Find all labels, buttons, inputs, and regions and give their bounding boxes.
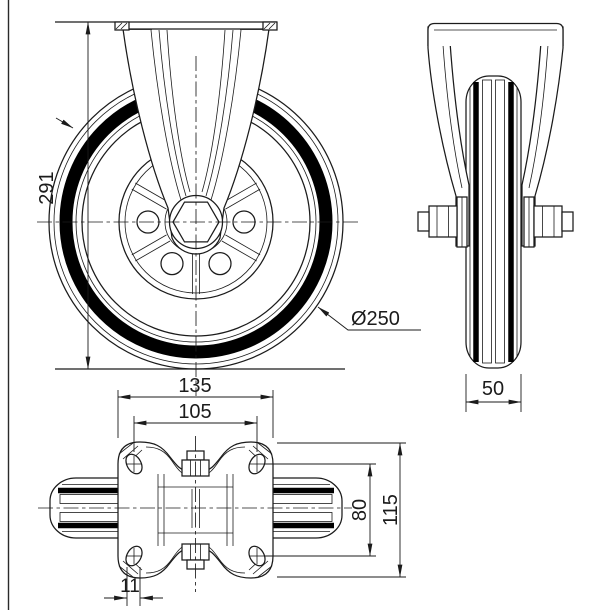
side-mounting-plate	[427, 22, 564, 46]
plan-view: 135 105 80 115 11	[38, 375, 406, 606]
dim-80-label: 80	[349, 499, 371, 521]
dimension-wheel-width-50: 50	[465, 374, 522, 412]
dim-50-label: 50	[482, 378, 504, 400]
dimension-bolt-spacing-80: 80	[265, 463, 376, 557]
dim-291-label: 291	[36, 171, 58, 204]
dim-135-label: 135	[178, 375, 211, 397]
dim-11-label: 11	[120, 576, 140, 597]
side-view: 50	[417, 22, 574, 412]
side-axle-bolt	[417, 196, 574, 248]
dimension-wheel-diameter: Ø250	[317, 306, 421, 331]
dimension-plate-width-135: 135	[117, 375, 274, 438]
front-mounting-plate	[55, 21, 278, 31]
dim-105-label: 105	[178, 401, 211, 423]
dimension-height-291: 291	[36, 21, 91, 370]
dimension-slot-width-11: 11	[104, 567, 163, 606]
dimension-plate-depth-115: 115	[277, 442, 406, 578]
side-fork	[427, 26, 564, 247]
dim-115-label: 115	[380, 494, 402, 526]
plan-bolt-slots	[125, 453, 266, 567]
dimension-bolt-spacing-105: 105	[133, 401, 258, 452]
tire-pointer-arrow	[55, 117, 74, 129]
side-wheel	[465, 75, 522, 369]
dim-diameter-label: Ø250	[351, 308, 400, 330]
front-view: 291 Ø250	[36, 21, 421, 396]
